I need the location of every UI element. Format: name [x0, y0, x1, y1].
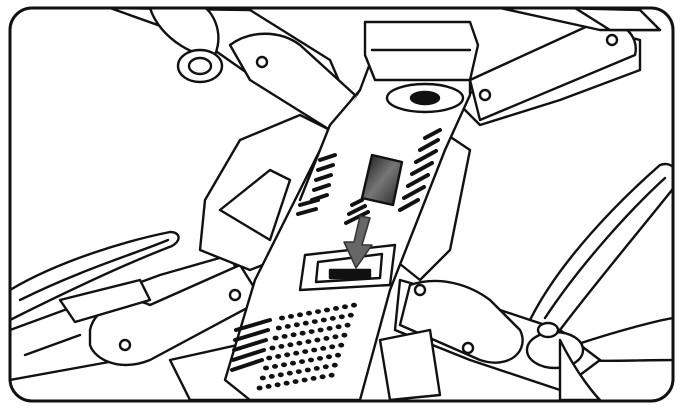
grid-hole — [329, 344, 336, 350]
grid-hole — [306, 310, 312, 316]
grid-hole — [351, 302, 357, 308]
grid-hole — [275, 354, 282, 359]
grid-hole — [310, 376, 317, 381]
grid-hole — [292, 379, 299, 384]
arm-bottom-left — [10, 253, 264, 382]
arm-top-left — [108, 8, 357, 132]
grid-hole — [317, 327, 324, 333]
grid-hole — [268, 374, 275, 379]
grid-hole — [344, 322, 351, 328]
grid-hole — [338, 342, 345, 348]
grid-hole — [256, 385, 263, 391]
body-side-right — [378, 128, 472, 401]
grid-hole — [332, 334, 339, 340]
grid-hole — [299, 330, 306, 336]
arm-bottom-right — [393, 278, 602, 401]
insert-arrow-icon — [343, 215, 373, 269]
grid-hole — [323, 336, 330, 341]
grid-hole — [329, 316, 336, 321]
grid-hole — [279, 315, 285, 321]
grid-hole — [269, 345, 276, 351]
grid-hole — [320, 346, 327, 351]
grid-hole — [287, 342, 294, 348]
grid-hole — [320, 317, 327, 323]
grid-hole — [322, 364, 329, 370]
grid-hole — [342, 304, 348, 310]
grid-hole — [341, 332, 348, 338]
grid-hole — [259, 375, 266, 381]
grid-hole — [283, 380, 290, 386]
grid-hole — [331, 362, 338, 368]
grid-hole — [290, 332, 297, 338]
grid-hole — [311, 347, 318, 353]
main-body-plate — [223, 20, 480, 401]
grid-hole — [324, 307, 330, 313]
hole-grid — [256, 302, 357, 391]
grid-hole — [295, 369, 302, 374]
grid-hole — [326, 354, 332, 360]
grid-hole — [263, 365, 269, 371]
grid-hole — [305, 339, 312, 344]
grid-hole — [304, 367, 311, 373]
grid-hole — [288, 314, 294, 319]
grid-hole — [274, 382, 281, 388]
grid-hole — [308, 357, 314, 363]
vent-lower — [230, 318, 272, 372]
grid-hole — [301, 377, 308, 383]
grid-hole — [296, 340, 303, 346]
grid-hole — [284, 352, 291, 358]
grid-hole — [311, 319, 318, 324]
grid-hole — [266, 355, 273, 361]
sd-card-icon — [360, 153, 404, 207]
grid-hole — [335, 352, 341, 358]
grid-hole — [286, 370, 293, 376]
grid-hole — [290, 360, 296, 366]
grid-hole — [277, 372, 284, 378]
grid-hole — [313, 366, 320, 371]
grid-hole — [333, 306, 339, 311]
grid-hole — [302, 349, 309, 354]
arm-top-right — [453, 8, 662, 127]
grid-hole — [293, 322, 300, 328]
propeller-left — [10, 230, 180, 322]
grid-hole — [335, 324, 342, 330]
grid-hole — [275, 325, 282, 331]
grid-hole — [272, 335, 279, 341]
grid-hole — [281, 334, 288, 339]
grid-hole — [297, 312, 303, 318]
grid-hole — [308, 329, 315, 334]
grid-hole — [278, 344, 285, 349]
grid-hole — [302, 320, 309, 326]
vent-upper — [344, 128, 442, 225]
grid-hole — [338, 314, 345, 320]
grid-hole — [315, 309, 321, 314]
grid-hole — [319, 374, 326, 380]
grid-hole — [326, 326, 333, 331]
grid-hole — [281, 362, 287, 368]
grid-hole — [328, 372, 335, 378]
frame-border — [8, 6, 675, 403]
grid-hole — [293, 350, 300, 356]
grid-hole — [299, 359, 305, 364]
grid-hole — [347, 312, 354, 318]
grid-hole — [272, 364, 278, 369]
vent-side-left — [296, 153, 337, 216]
grid-hole — [284, 324, 291, 329]
grid-hole — [314, 337, 321, 343]
sd-card-slot — [298, 243, 397, 292]
grid-hole — [265, 384, 272, 389]
grid-hole — [317, 356, 323, 361]
